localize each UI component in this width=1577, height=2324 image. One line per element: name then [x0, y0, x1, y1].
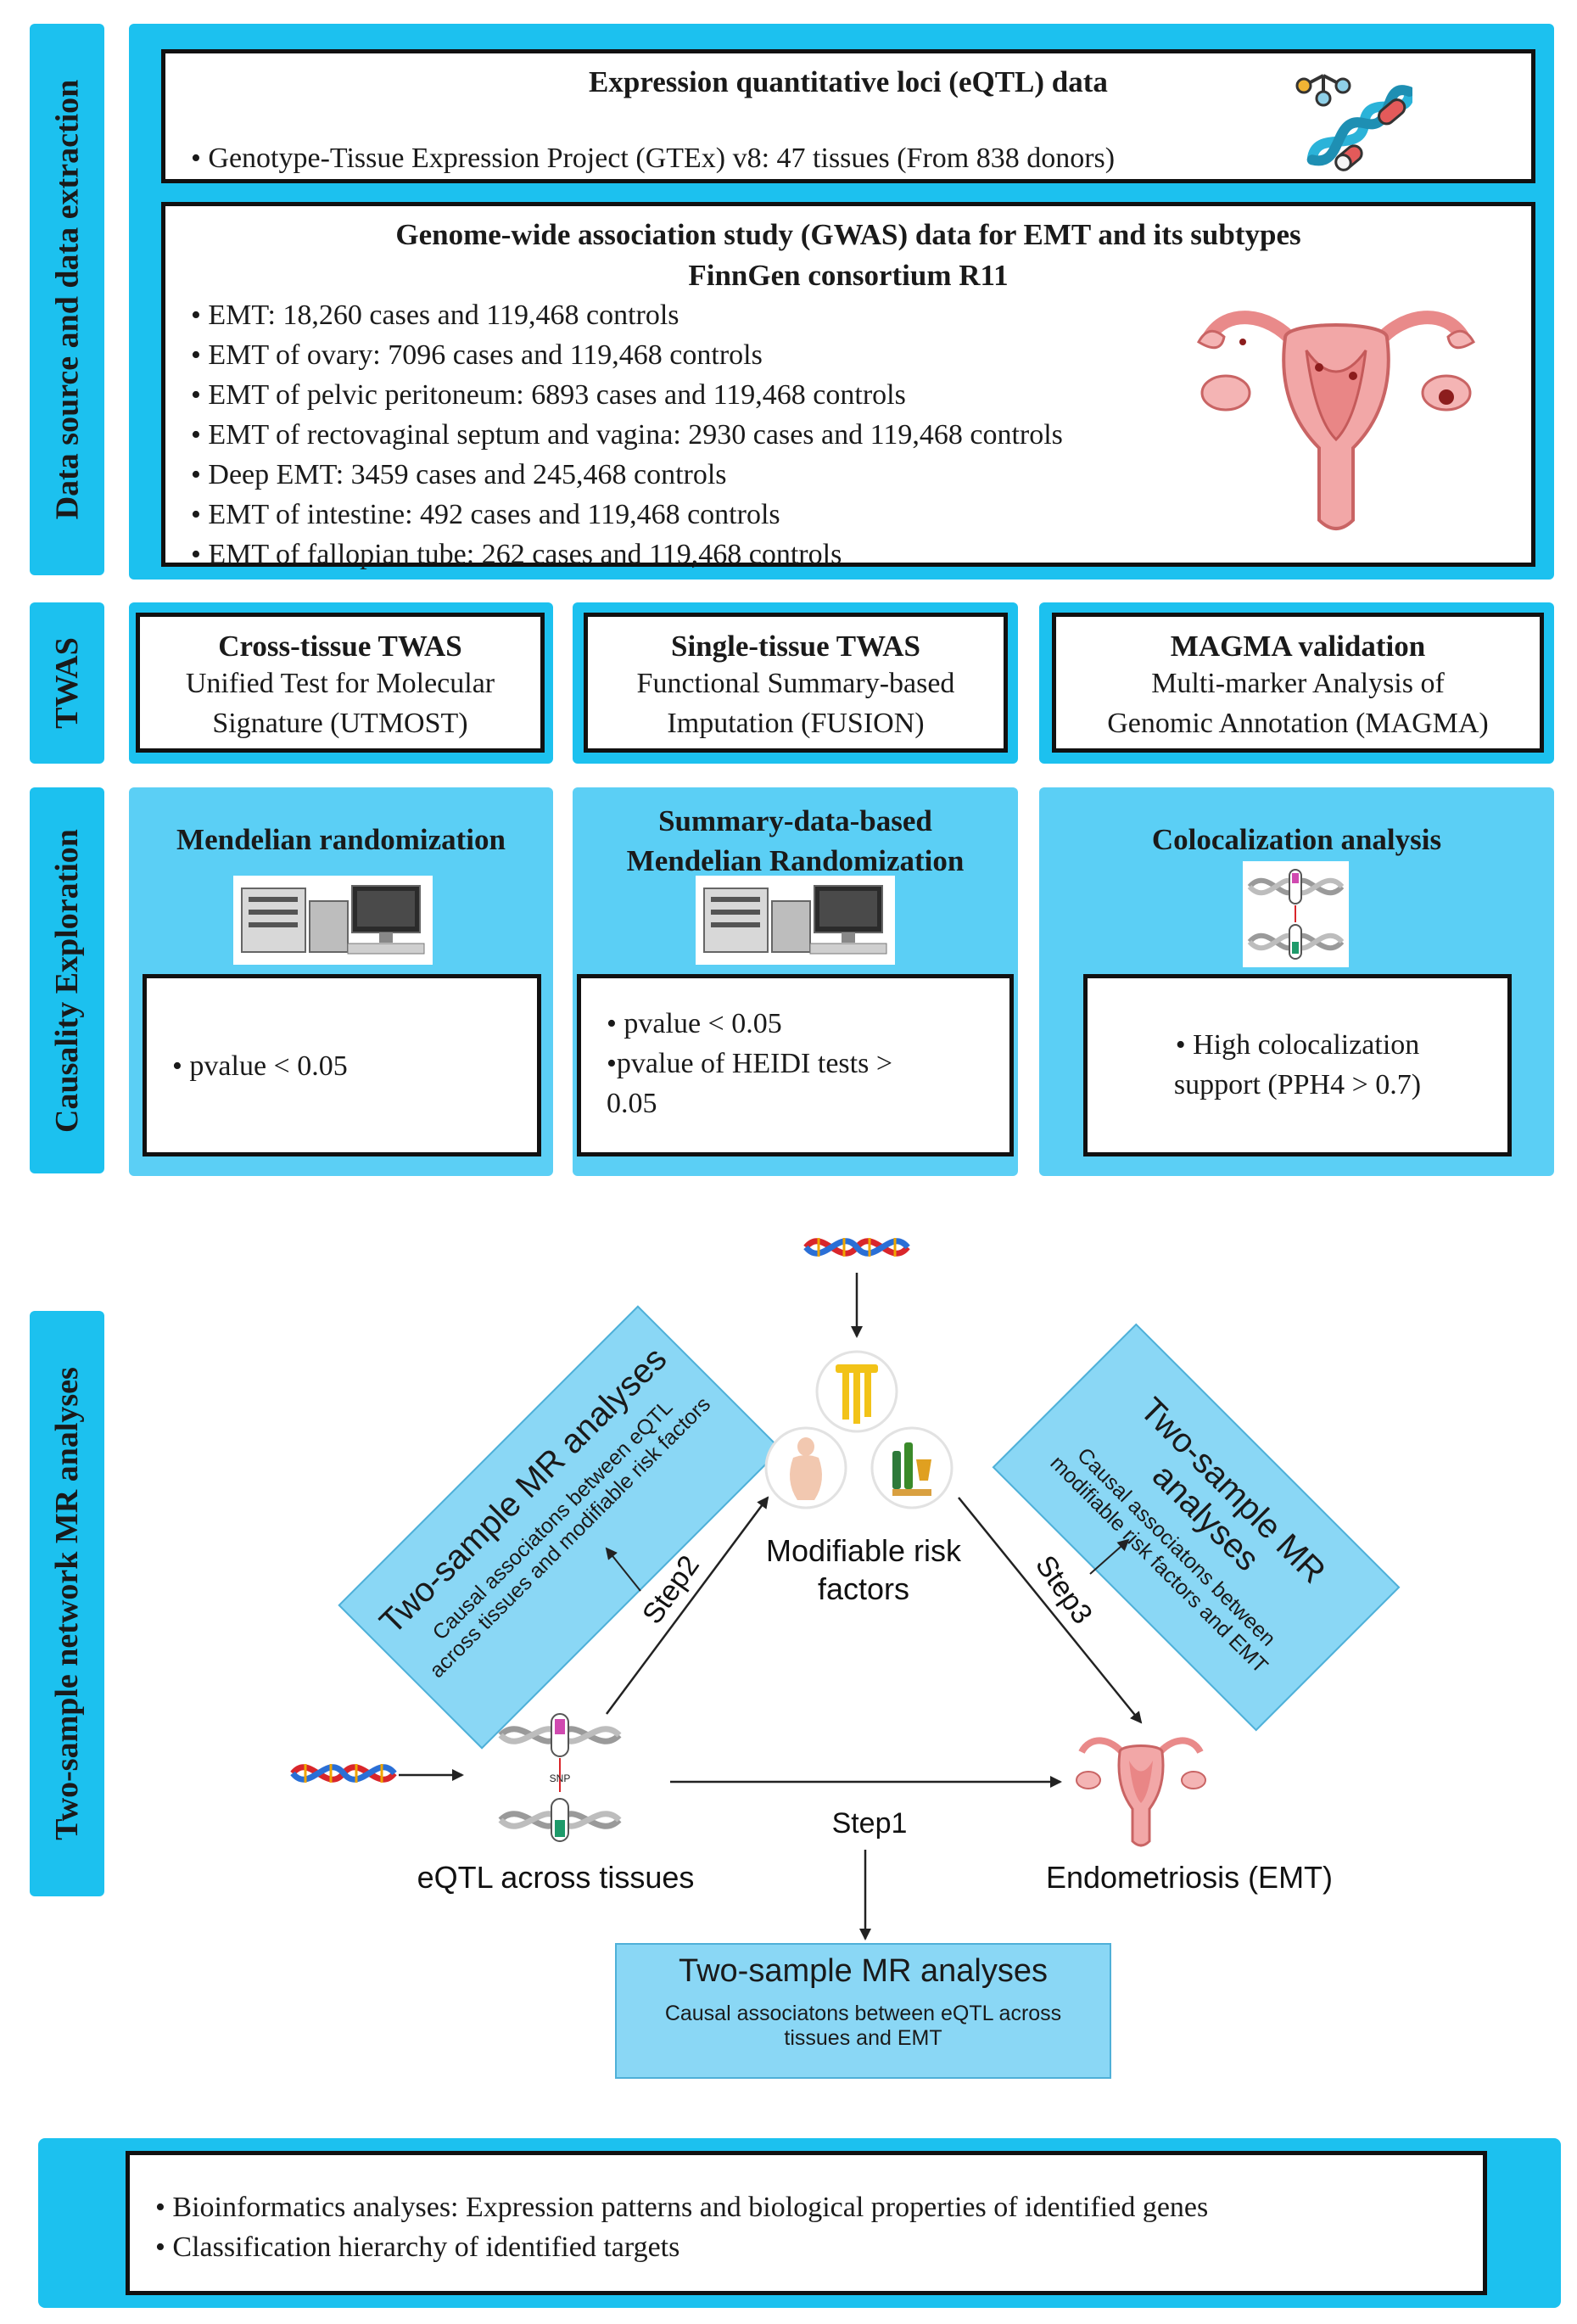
- network-diagram: Modifiable risk factors SNP eQTL across …: [290, 1238, 1333, 1940]
- step3-label: Step3: [1029, 1549, 1099, 1630]
- twas-box-line: Unified Test for Molecular: [185, 668, 495, 699]
- twas-box-fusion: Single-tissue TWAS Functional Summary-ba…: [584, 613, 1008, 753]
- gwas-item: • EMT of pelvic peritoneum: 6893 cases a…: [191, 379, 906, 411]
- criteria-box-mr: • pvalue < 0.05: [143, 974, 541, 1156]
- eqtl-snp-icon: SNP: [498, 1713, 622, 1842]
- causality-title: Mendelian randomization: [176, 823, 506, 856]
- causality-title: Mendelian Randomization: [626, 844, 965, 877]
- section-label-twas-text: TWAS: [49, 637, 85, 729]
- section-label-twas: TWAS: [30, 602, 104, 764]
- criteria-item: • pvalue < 0.05: [607, 1008, 782, 1039]
- snp-label: SNP: [550, 1772, 571, 1784]
- risk-factors-label: Modifiable risk: [766, 1533, 962, 1568]
- colocalization-dna-icon: [1243, 861, 1349, 967]
- arrow-step3: [958, 1497, 1143, 1724]
- dna-icon: [290, 1764, 397, 1783]
- arrow-step2: [605, 1496, 769, 1715]
- callout-line: Causal associatons between eQTL across: [664, 2002, 1062, 2025]
- causality-title: Colocalization analysis: [1151, 823, 1442, 856]
- cigarettes-icon: [836, 1364, 878, 1424]
- gwas-box: Genome-wide association study (GWAS) dat…: [161, 202, 1535, 570]
- computer-workstation-icon: [696, 876, 895, 965]
- twas-box-line: Imputation (FUSION): [667, 708, 925, 739]
- twas-box-line: Functional Summary-based: [636, 668, 955, 699]
- criteria-item: •pvalue of HEIDI tests >: [607, 1048, 892, 1079]
- twas-box-title: Cross-tissue TWAS: [218, 630, 462, 663]
- section-label-data-source: Data source and data extraction: [30, 24, 104, 575]
- step2-label: Step2: [636, 1549, 706, 1630]
- criteria-item: support (PPH4 > 0.7): [1173, 1069, 1422, 1100]
- footer-item: • Bioinformatics analyses: Expression pa…: [155, 2192, 1209, 2223]
- gwas-item: • EMT of rectovaginal septum and vagina:…: [191, 419, 1063, 451]
- uterus-icon: [1197, 311, 1475, 530]
- criteria-box-smr: • pvalue < 0.05 •pvalue of HEIDI tests >…: [577, 974, 1014, 1156]
- gwas-item: • EMT of intestine: 492 cases and 119,46…: [191, 499, 780, 530]
- twas-box-utmost: Cross-tissue TWAS Unified Test for Molec…: [136, 613, 545, 753]
- section-label-data-source-text: Data source and data extraction: [49, 79, 85, 520]
- twas-box-title: Single-tissue TWAS: [670, 630, 920, 663]
- criteria-item: • High colocalization: [1175, 1029, 1420, 1061]
- callout-line: tissues and EMT: [784, 2026, 942, 2050]
- footer-box: • Bioinformatics analyses: Expression pa…: [126, 2151, 1487, 2295]
- section-label-network: Two-sample network MR analyses: [30, 1311, 104, 1896]
- risk-factors-label: factors: [818, 1571, 909, 1606]
- twas-box-line: Genomic Annotation (MAGMA): [1107, 708, 1489, 739]
- eqtl-box: Expression quantitative loci (eQTL) data…: [161, 49, 1535, 183]
- callout-title: Two-sample MR analyses: [678, 1953, 1049, 1989]
- dna-pills-icon: [1295, 74, 1412, 171]
- twas-box-title: MAGMA validation: [1170, 630, 1426, 663]
- alcohol-icon: [892, 1442, 931, 1496]
- gwas-item: • EMT of ovary: 7096 cases and 119,468 c…: [191, 339, 763, 371]
- callout-eqtl-emt: Two-sample MR analyses Causal associaton…: [615, 1943, 1111, 2079]
- emt-label: Endometriosis (EMT): [1046, 1860, 1333, 1895]
- causality-title: Summary-data-based: [658, 804, 932, 837]
- criteria-item: 0.05: [607, 1088, 657, 1119]
- eqtl-title: Expression quantitative loci (eQTL) data: [589, 65, 1108, 98]
- body-weight-icon: [790, 1437, 822, 1500]
- gwas-list: • EMT: 18,260 cases and 119,468 controls…: [191, 295, 1063, 574]
- section-label-causality: Causality Exploration: [30, 787, 104, 1173]
- risk-factor-icons: [764, 1350, 953, 1509]
- gwas-title: Genome-wide association study (GWAS) dat…: [395, 218, 1301, 251]
- footer-item: • Classification hierarchy of identified…: [155, 2232, 680, 2263]
- gwas-item: • EMT of fallopian tube: 262 cases and 1…: [191, 539, 842, 570]
- twas-box-magma: MAGMA validation Multi-marker Analysis o…: [1052, 613, 1544, 753]
- eqtl-item: • Genotype-Tissue Expression Project (GT…: [191, 143, 1116, 174]
- gwas-item: • EMT: 18,260 cases and 119,468 controls: [191, 300, 679, 331]
- computer-workstation-icon: [233, 876, 433, 965]
- gwas-item: • Deep EMT: 3459 cases and 245,468 contr…: [191, 459, 727, 490]
- twas-box-line: Multi-marker Analysis of: [1151, 668, 1445, 699]
- step1-label: Step1: [832, 1807, 908, 1840]
- twas-box-line: Signature (UTMOST): [212, 708, 468, 739]
- uterus-icon: [1076, 1737, 1206, 1847]
- eqtl-label: eQTL across tissues: [417, 1860, 695, 1895]
- section-label-causality-text: Causality Exploration: [49, 828, 86, 1133]
- dna-icon: [803, 1238, 910, 1257]
- arrow-step2-callout: [605, 1547, 641, 1592]
- arrow-step3-callout: [1089, 1538, 1130, 1575]
- criteria-box-coloc: • High colocalization support (PPH4 > 0.…: [1083, 974, 1512, 1156]
- gwas-subtitle: FinnGen consortium R11: [688, 259, 1009, 292]
- criteria-item: • pvalue < 0.05: [172, 1050, 348, 1082]
